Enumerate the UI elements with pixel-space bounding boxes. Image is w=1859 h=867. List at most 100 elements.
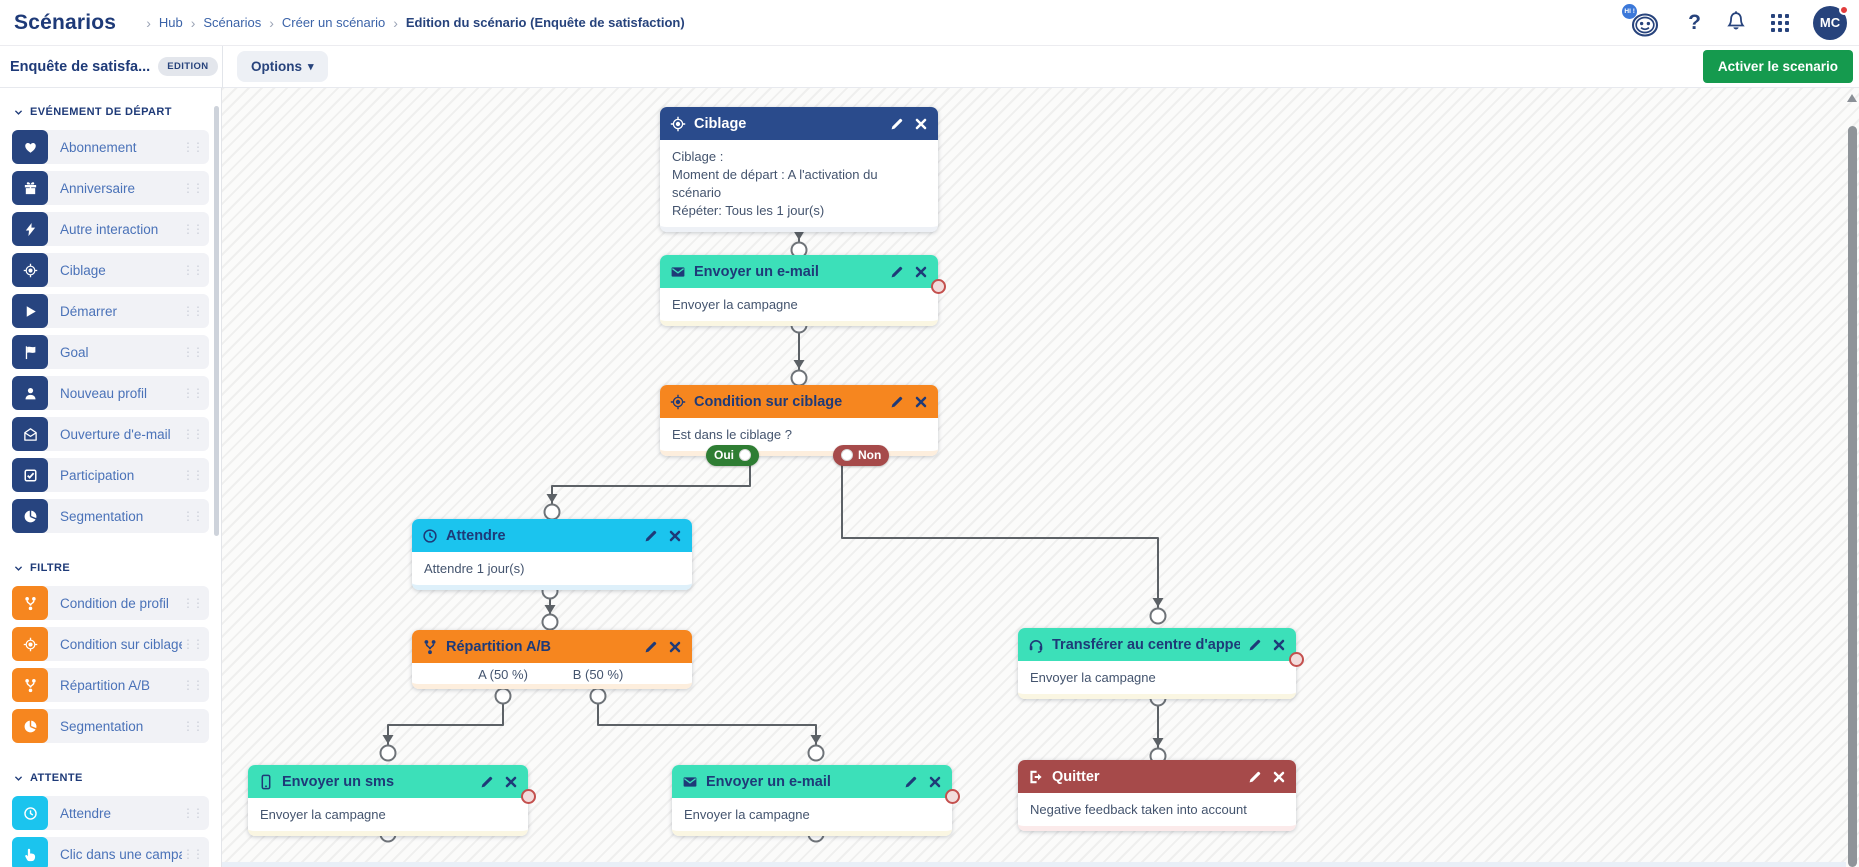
drag-handle-icon[interactable]: ⋮⋮ [182,596,204,610]
drag-handle-icon[interactable]: ⋮⋮ [182,468,204,482]
help-icon[interactable]: ? [1688,10,1701,34]
assistant-robot-icon[interactable]: HI ! [1622,3,1664,38]
node-envoyer-sms[interactable]: Envoyer un sms Envoyer la campagne [248,765,536,836]
error-port[interactable] [931,279,946,294]
sidebar-item-ciblage[interactable]: Ciblage ⋮⋮ [12,253,209,287]
pie-icon [12,709,48,743]
node-quitter[interactable]: Quitter Negative feedback taken into acc… [1018,760,1296,831]
sidebar-item-segmentation-filtre[interactable]: Segmentation ⋮⋮ [12,709,209,743]
apps-grid-icon[interactable] [1771,13,1789,32]
node-title: Envoyer un e-mail [706,773,831,790]
node-title: Répartition A/B [446,638,551,655]
node-attendre[interactable]: Attendre Attendre 1 jour(s) [412,519,692,590]
sidebar-item-participation[interactable]: Participation ⋮⋮ [12,458,209,492]
breadcrumb-separator: › [190,14,196,31]
breadcrumb-hub[interactable]: Hub [158,15,183,30]
delete-icon[interactable] [1272,770,1286,784]
drag-handle-icon[interactable]: ⋮⋮ [182,222,204,236]
drag-handle-icon[interactable]: ⋮⋮ [182,678,204,692]
sidebar-scrollbar[interactable] [214,106,219,536]
delete-icon[interactable] [914,395,928,409]
sidebar-item-nouveau-profil[interactable]: Nouveau profil ⋮⋮ [12,376,209,410]
edit-icon[interactable] [1248,638,1262,652]
sidebar-item-goal[interactable]: Goal ⋮⋮ [12,335,209,369]
branch-no-pill[interactable]: Non [833,444,890,466]
section-start-events[interactable]: EVÉNEMENT DE DÉPART [14,106,209,118]
branch-port[interactable] [841,449,853,462]
drag-handle-icon[interactable]: ⋮⋮ [182,847,204,861]
toolbar-divider [222,45,223,88]
delete-icon[interactable] [914,265,928,279]
node-repartition-ab[interactable]: Répartition A/B A (50 %) B (50 %) [412,630,692,689]
sidebar-item-clic-campagne[interactable]: Clic dans une campagne ⋮⋮ [12,837,209,867]
edit-icon[interactable] [644,640,658,654]
sidebar-item-demarrer[interactable]: Démarrer ⋮⋮ [12,294,209,328]
drag-handle-icon[interactable]: ⋮⋮ [182,719,204,733]
sidebar-item-condition-profil[interactable]: Condition de profil ⋮⋮ [12,586,209,620]
status-badge: EDITION [158,57,218,76]
drag-handle-icon[interactable]: ⋮⋮ [182,345,204,359]
sidebar-item-segmentation[interactable]: Segmentation ⋮⋮ [12,499,209,533]
node-transferer-centre-appels[interactable]: Transférer au centre d'appels Envoyer la… [1018,628,1304,699]
gift-icon [12,171,48,205]
breadcrumb-separator: › [269,14,274,31]
branch-icon [12,586,48,620]
node-condition-ciblage[interactable]: Condition sur ciblage Est dans le ciblag… [660,385,938,466]
scenario-canvas[interactable]: Ciblage Ciblage : Moment de départ : A l… [222,88,1859,867]
scrollbar-thumb[interactable] [1848,126,1857,867]
delete-icon[interactable] [914,117,928,131]
edit-icon[interactable] [480,775,494,789]
sidebar-item-anniversaire[interactable]: Anniversaire ⋮⋮ [12,171,209,205]
edit-icon[interactable] [890,265,904,279]
sidebar-item-condition-ciblage[interactable]: Condition sur ciblage ⋮⋮ [12,627,209,661]
drag-handle-icon[interactable]: ⋮⋮ [182,140,204,154]
error-port[interactable] [1289,652,1304,667]
drag-handle-icon[interactable]: ⋮⋮ [182,509,204,523]
breadcrumb-scenarios[interactable]: Scénarios [203,15,262,30]
notifications-bell-icon[interactable] [1725,9,1747,36]
edit-icon[interactable] [890,395,904,409]
breadcrumb-separator: › [146,14,151,31]
node-title: Transférer au centre d'appels [1052,636,1240,653]
edit-icon[interactable] [644,529,658,543]
activate-scenario-button[interactable]: Activer le scenario [1702,50,1853,83]
chevron-down-icon [14,564,23,573]
delete-icon[interactable] [504,775,518,789]
delete-icon[interactable] [668,529,682,543]
drag-handle-icon[interactable]: ⋮⋮ [182,427,204,441]
node-envoyer-email-1[interactable]: Envoyer un e-mail Envoyer la campagne [660,255,946,326]
section-wait[interactable]: ATTENTE [14,772,209,784]
branch-port[interactable] [739,449,751,462]
error-port[interactable] [521,789,536,804]
scroll-up-arrow-icon[interactable] [1847,94,1857,102]
sidebar-item-ouverture-email[interactable]: Ouverture d'e-mail ⋮⋮ [12,417,209,451]
edit-icon[interactable] [890,117,904,131]
drag-handle-icon[interactable]: ⋮⋮ [182,637,204,651]
options-button[interactable]: Options ▾ [237,51,328,82]
breadcrumb-create-scenario[interactable]: Créer un scénario [281,15,386,30]
delete-icon[interactable] [928,775,942,789]
drag-handle-icon[interactable]: ⋮⋮ [182,263,204,277]
node-body: Attendre 1 jour(s) [412,552,692,590]
drag-handle-icon[interactable]: ⋮⋮ [182,304,204,318]
node-ciblage[interactable]: Ciblage Ciblage : Moment de départ : A l… [660,107,938,232]
error-port[interactable] [945,789,960,804]
branch-yes-pill[interactable]: Oui [706,444,759,466]
avatar[interactable]: MC [1813,4,1849,40]
drag-handle-icon[interactable]: ⋮⋮ [182,181,204,195]
edit-icon[interactable] [1248,770,1262,784]
delete-icon[interactable] [668,640,682,654]
edit-icon[interactable] [904,775,918,789]
node-envoyer-email-2[interactable]: Envoyer un e-mail Envoyer la campagne [672,765,960,836]
drag-handle-icon[interactable]: ⋮⋮ [182,386,204,400]
scenario-name: Enquête de satisfa... [10,58,151,75]
canvas-scrollbar[interactable] [1846,88,1859,867]
sidebar-item-attendre[interactable]: Attendre ⋮⋮ [12,796,209,830]
sidebar-item-autre-interaction[interactable]: Autre interaction ⋮⋮ [12,212,209,246]
sidebar-item-abonnement[interactable]: Abonnement ⋮⋮ [12,130,209,164]
delete-icon[interactable] [1272,638,1286,652]
drag-handle-icon[interactable]: ⋮⋮ [182,806,204,820]
section-filters[interactable]: FILTRE [14,562,209,574]
sidebar-item-repartition-ab[interactable]: Répartition A/B ⋮⋮ [12,668,209,702]
chevron-down-icon [14,774,23,783]
